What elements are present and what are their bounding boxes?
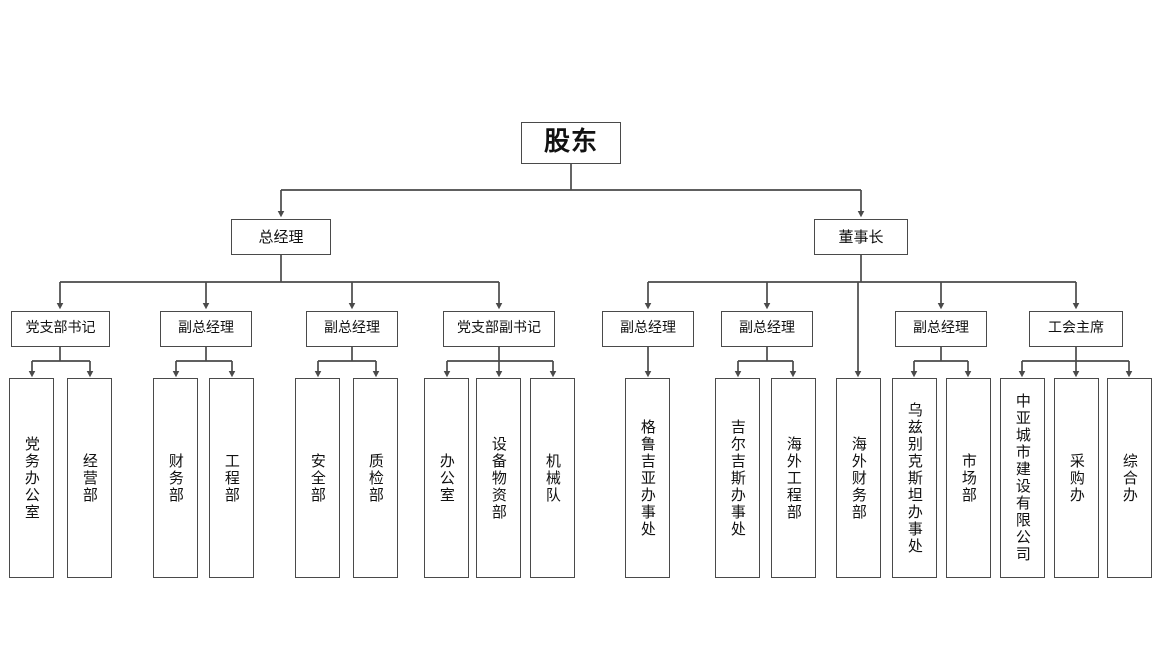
node-union-chairman-label: 工会主席	[1048, 320, 1104, 337]
node-procurement-office-label: 采购办	[1067, 452, 1086, 504]
node-safety-dept-label: 安全部	[308, 452, 327, 504]
node-uzbekistan-office[interactable]: 乌兹别克斯坦办事处	[892, 378, 937, 578]
node-uzbekistan-office-label: 乌兹别克斯坦办事处	[905, 401, 924, 555]
node-general-manager-label: 总经理	[258, 227, 304, 246]
node-deputy-gm-1[interactable]: 副总经理	[160, 311, 252, 347]
node-party-branch-secretary-label: 党支部书记	[25, 320, 96, 337]
node-deputy-gm-3[interactable]: 副总经理	[602, 311, 694, 347]
node-root-label: 股东	[543, 127, 598, 158]
node-kyrgyzstan-office[interactable]: 吉尔吉斯办事处	[715, 378, 760, 578]
node-engineering-dept-label: 工程部	[222, 452, 241, 504]
node-marketing-dept[interactable]: 市场部	[946, 378, 991, 578]
node-machinery-team-label: 机械队	[543, 452, 562, 504]
node-operations-dept-label: 经营部	[80, 452, 99, 504]
node-deputy-party-secretary[interactable]: 党支部副书记	[443, 311, 555, 347]
node-deputy-gm-3-label: 副总经理	[620, 320, 676, 337]
node-equipment-materials-dept[interactable]: 设备物资部	[476, 378, 521, 578]
node-overseas-engineering-dept-label: 海外工程部	[784, 435, 803, 521]
node-finance-dept-label: 财务部	[166, 452, 185, 504]
node-office[interactable]: 办公室	[424, 378, 469, 578]
node-georgia-office-label: 格鲁吉亚办事处	[638, 418, 657, 538]
node-kyrgyzstan-office-label: 吉尔吉斯办事处	[728, 418, 747, 538]
node-engineering-dept[interactable]: 工程部	[209, 378, 254, 578]
node-general-affairs-office-label: 综合办	[1120, 452, 1139, 504]
node-deputy-gm-4[interactable]: 副总经理	[721, 311, 813, 347]
node-quality-inspection-dept[interactable]: 质检部	[353, 378, 398, 578]
node-procurement-office[interactable]: 采购办	[1054, 378, 1099, 578]
node-quality-inspection-dept-label: 质检部	[366, 452, 385, 504]
node-union-chairman[interactable]: 工会主席	[1029, 311, 1123, 347]
node-party-affairs-office[interactable]: 党务办公室	[9, 378, 54, 578]
node-marketing-dept-label: 市场部	[959, 452, 978, 504]
node-general-affairs-office[interactable]: 综合办	[1107, 378, 1152, 578]
node-overseas-finance-dept-label: 海外财务部	[849, 435, 868, 521]
node-operations-dept[interactable]: 经营部	[67, 378, 112, 578]
node-deputy-gm-1-label: 副总经理	[178, 320, 234, 337]
node-safety-dept[interactable]: 安全部	[295, 378, 340, 578]
node-central-asia-urban-construction-co-label: 中亚城市建设有限公司	[1013, 393, 1032, 563]
node-general-manager[interactable]: 总经理	[231, 219, 331, 255]
node-deputy-gm-2-label: 副总经理	[324, 320, 380, 337]
node-deputy-gm-4-label: 副总经理	[739, 320, 795, 337]
node-deputy-gm-5-label: 副总经理	[913, 320, 969, 337]
node-deputy-gm-2[interactable]: 副总经理	[306, 311, 398, 347]
node-chairman[interactable]: 董事长	[814, 219, 908, 255]
node-finance-dept[interactable]: 财务部	[153, 378, 198, 578]
node-office-label: 办公室	[437, 452, 456, 504]
node-georgia-office[interactable]: 格鲁吉亚办事处	[625, 378, 670, 578]
node-central-asia-urban-construction-co[interactable]: 中亚城市建设有限公司	[1000, 378, 1045, 578]
node-party-branch-secretary[interactable]: 党支部书记	[11, 311, 110, 347]
node-equipment-materials-dept-label: 设备物资部	[489, 435, 508, 521]
node-root[interactable]: 股东	[521, 122, 621, 164]
node-party-affairs-office-label: 党务办公室	[22, 435, 41, 521]
node-overseas-engineering-dept[interactable]: 海外工程部	[771, 378, 816, 578]
node-machinery-team[interactable]: 机械队	[530, 378, 575, 578]
node-chairman-label: 董事长	[838, 227, 884, 246]
node-overseas-finance-dept[interactable]: 海外财务部	[836, 378, 881, 578]
node-deputy-party-secretary-label: 党支部副书记	[457, 320, 541, 337]
node-deputy-gm-5[interactable]: 副总经理	[895, 311, 987, 347]
